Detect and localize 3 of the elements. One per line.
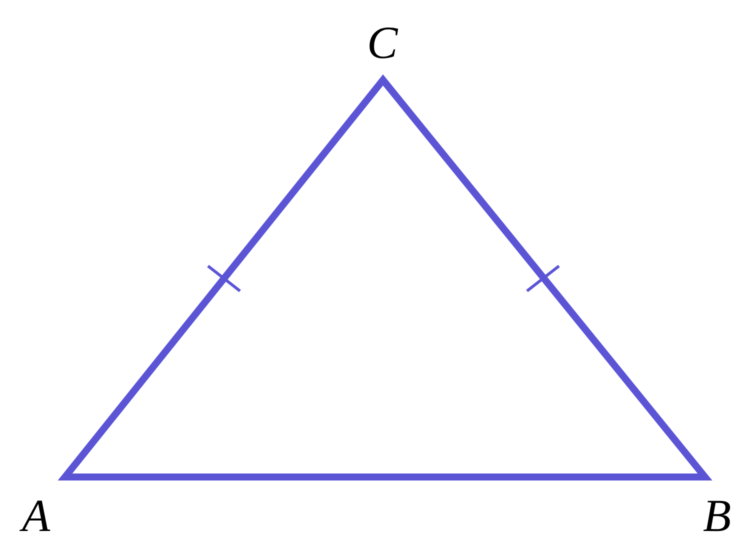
vertex-label: C (367, 20, 398, 66)
vertex-label: A (22, 493, 50, 539)
vertex-label: B (703, 493, 732, 539)
